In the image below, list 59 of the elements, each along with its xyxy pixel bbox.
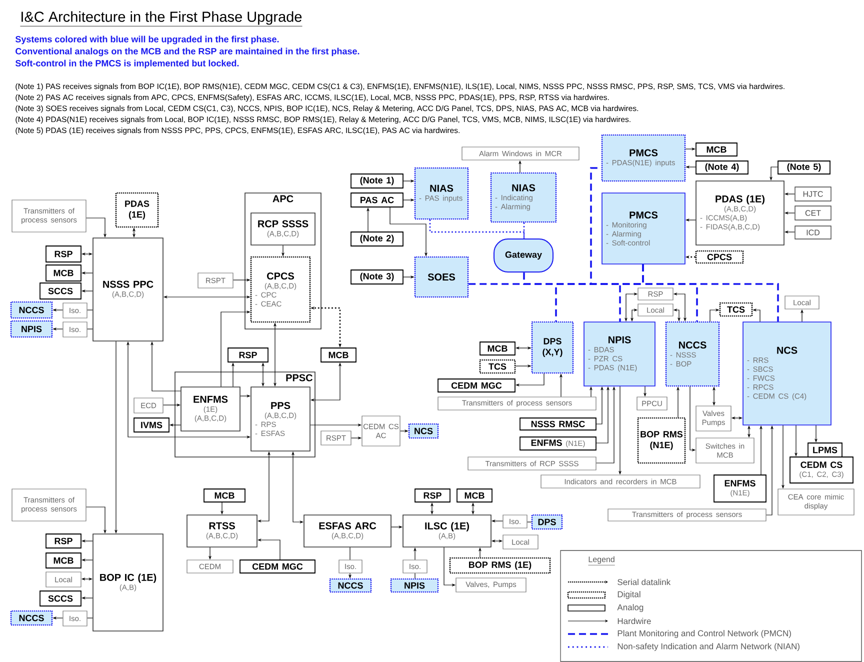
system-box: DPS <box>531 514 563 530</box>
legend-text: Digital <box>618 591 640 599</box>
legend-text: Non-safety Indication and Alarm Network (NIAN) <box>618 643 800 651</box>
system-box: DPS (X,Y) <box>531 321 574 374</box>
system-box: MCB <box>204 488 246 502</box>
system-box: MCB <box>480 342 516 356</box>
network-line <box>523 222 525 238</box>
legend-title: Legend <box>588 556 616 566</box>
info-text: Soft-control in the PMCS is implemented but locked. <box>15 60 239 68</box>
system-box: TCS <box>479 359 516 374</box>
system-box: NCCS <box>329 578 372 593</box>
note-box: (Note 4) <box>696 160 748 174</box>
system-box: NPIS <box>10 320 53 338</box>
connector <box>414 573 416 579</box>
signal-box: HJTC <box>794 186 832 202</box>
system-box: NCCS <box>10 301 53 319</box>
legend-text: Plant Monitoring and Control Network (PMCN) <box>618 630 791 638</box>
system-box: NCCS <box>10 610 53 626</box>
legend-text: Hardwire <box>618 618 651 624</box>
legend-text: Serial datalink <box>618 578 671 586</box>
system-box: PAS AC <box>350 192 404 208</box>
system-box: RSP <box>46 534 82 548</box>
system-box: PDAS (1E) <box>115 192 159 228</box>
system-box: SOES <box>414 256 469 298</box>
system-box: MCB <box>46 264 82 282</box>
system-box: BOP RMS (N1E) <box>637 417 686 464</box>
legend-text: Analog <box>617 604 644 612</box>
note-box: (Note 2) <box>350 232 404 246</box>
system-box: LPMS <box>808 442 842 458</box>
network-line <box>429 220 525 238</box>
connector <box>87 328 93 330</box>
system-box: CPCS <box>695 250 744 264</box>
note-box: (Note 3) <box>350 270 404 284</box>
system-box: TCS <box>719 302 753 317</box>
system-box: NSSS RMSC <box>520 418 596 430</box>
system-box: IVMS <box>134 418 170 432</box>
system-box: RSP <box>46 246 82 262</box>
system-box: BOP RMS (1E) <box>449 557 551 574</box>
system-box: SCCS <box>40 282 82 300</box>
system-box: RSP <box>414 488 450 502</box>
system-box: MCB <box>456 488 492 502</box>
system-box: MCB <box>46 552 82 568</box>
gateway-box: Gateway <box>494 238 554 272</box>
system-box: CEDM MGC <box>240 560 316 574</box>
network-line <box>642 264 779 322</box>
system-box: MCB <box>696 142 738 156</box>
info-text: Conventional analogs on the MCB and the RSP are maintained in the first phase. <box>16 48 360 56</box>
system-box: CEDM MGC <box>438 378 516 392</box>
signal-box: ICD <box>794 226 832 240</box>
system-box: RSP <box>228 348 268 362</box>
system-box: SCCS <box>40 590 82 606</box>
signal-box: CET <box>794 206 832 220</box>
note-box: (Note 1) <box>350 174 404 188</box>
note-box: (Note 5) <box>778 160 830 174</box>
info-text: Systems colored with blue will be upgraded in the first phase. <box>15 36 279 44</box>
title: I&C Architecture in the First Phase Upgrade <box>20 11 302 26</box>
system-box: NPIS <box>390 578 439 593</box>
system-box: NCS <box>408 423 439 439</box>
system-box: MCB <box>320 348 356 362</box>
